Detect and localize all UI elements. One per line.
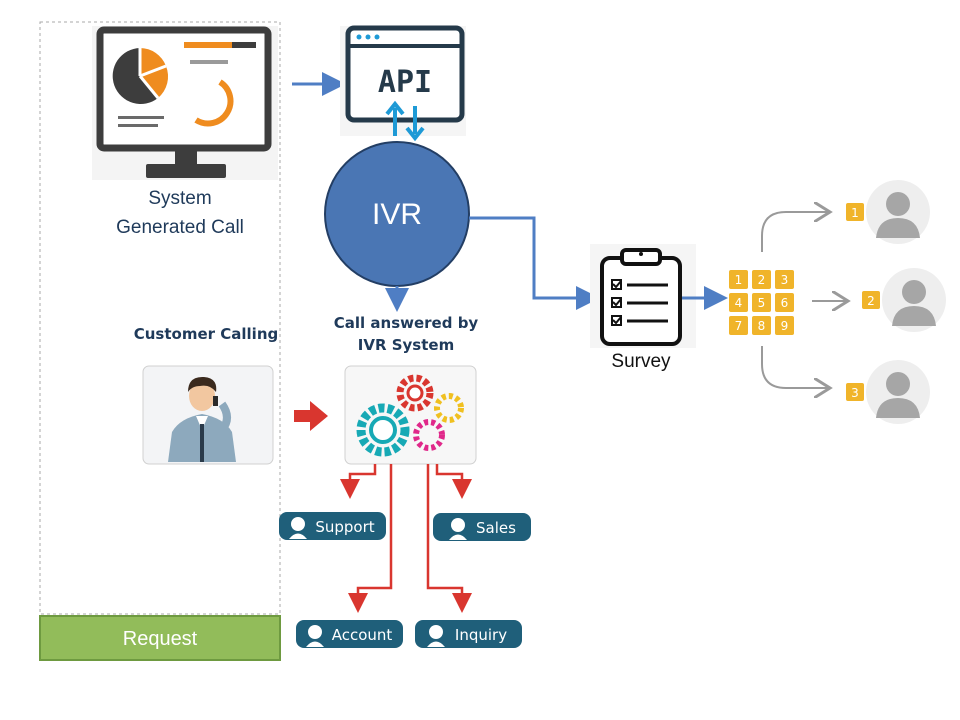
keypad-key-4: 4 — [729, 293, 748, 312]
request-panel-border — [39, 21, 281, 615]
headset-agent-icon — [306, 625, 324, 647]
keypad-key-2: 2 — [752, 270, 771, 289]
svg-text:9: 9 — [781, 319, 789, 333]
system-generated-label-line2: Generated Call — [116, 217, 244, 238]
keypad-key-7: 7 — [729, 316, 748, 335]
headset-agent-icon — [427, 625, 445, 647]
survey-label: Survey — [611, 351, 671, 372]
keypad-key-6: 6 — [775, 293, 794, 312]
inquiry-label: Inquiry — [455, 626, 507, 644]
request-label: Request — [123, 628, 198, 650]
ivr-label: IVR — [372, 198, 422, 231]
api-icon: API — [340, 25, 466, 136]
inquiry-button[interactable]: Inquiry — [415, 620, 522, 648]
svg-text:8: 8 — [758, 319, 766, 333]
svg-text:4: 4 — [735, 296, 743, 310]
keypad-key-5: 5 — [752, 293, 771, 312]
svg-text:3: 3 — [781, 273, 789, 287]
call-answered-label-line2: IVR System — [358, 336, 454, 354]
keypad-key-9: 9 — [775, 316, 794, 335]
department-arrows — [340, 464, 472, 613]
svg-text:1: 1 — [735, 273, 743, 287]
request-button[interactable]: Request — [39, 615, 281, 661]
svg-text:6: 6 — [781, 296, 789, 310]
keypad-icon: 1 2 3 4 5 6 7 8 9 — [729, 270, 794, 335]
svg-text:5: 5 — [758, 296, 766, 310]
agent-badge-2: 2 — [862, 291, 880, 309]
customer-calling-label: Customer Calling — [134, 325, 279, 343]
call-answered-label-line1: Call answered by — [334, 314, 479, 332]
svg-text:1: 1 — [851, 206, 859, 220]
agent-avatar-1 — [866, 180, 930, 244]
keypad-key-1: 1 — [729, 270, 748, 289]
agent-badge-3: 3 — [846, 383, 864, 401]
monitor-dashboard-icon — [92, 26, 278, 180]
agent-avatar-2 — [882, 268, 946, 332]
system-generated-label-line1: System — [148, 188, 211, 209]
account-button[interactable]: Account — [296, 620, 403, 648]
svg-text:2: 2 — [867, 294, 875, 308]
keypad-key-8: 8 — [752, 316, 771, 335]
gears-icon — [344, 365, 477, 465]
headset-agent-icon — [289, 515, 307, 539]
api-label: API — [378, 65, 432, 100]
sales-button[interactable]: Sales — [433, 513, 531, 541]
account-label: Account — [332, 626, 393, 644]
keypad-to-agents-arrows — [761, 212, 848, 388]
ivr-to-survey-connector — [469, 216, 600, 310]
agent-avatar-3 — [866, 360, 930, 424]
svg-text:2: 2 — [758, 273, 766, 287]
svg-text:3: 3 — [851, 386, 859, 400]
keypad-key-3: 3 — [775, 270, 794, 289]
survey-clipboard-icon — [590, 244, 696, 348]
support-button[interactable]: Support — [279, 512, 386, 540]
agent-avatars: 1 2 3 — [846, 180, 946, 424]
customer-to-ivr-arrow-icon — [294, 401, 328, 431]
headset-agent-icon — [449, 518, 467, 540]
support-label: Support — [315, 518, 374, 536]
sales-label: Sales — [476, 519, 516, 537]
svg-text:7: 7 — [735, 319, 743, 333]
agent-badge-1: 1 — [846, 203, 864, 221]
api-ivr-exchange-arrows — [385, 100, 425, 142]
customer-person-icon — [142, 365, 274, 465]
